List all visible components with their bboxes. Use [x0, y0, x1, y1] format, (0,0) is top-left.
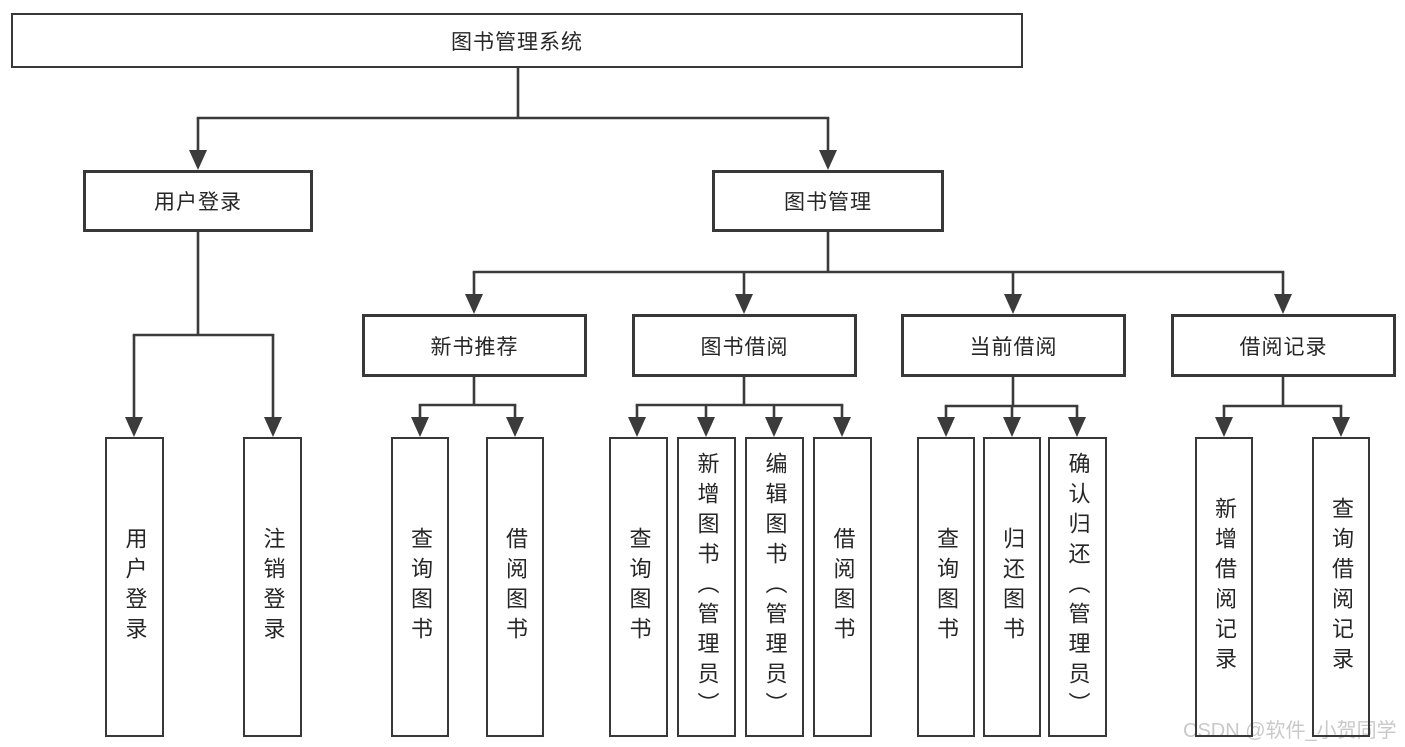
arrowhead-icon [1332, 417, 1350, 437]
node-leaf-borrow-books-rec-label: 借阅图书 [503, 527, 528, 647]
node-leaf-search-books-current: 查询图书 [917, 437, 975, 737]
node-book-borrowing-label: 图书借阅 [700, 335, 789, 359]
node-leaf-user-login-label: 用户登录 [122, 527, 148, 647]
arrowhead-icon [411, 417, 429, 437]
node-leaf-edit-book-admin: 编辑图书（管理员） [745, 437, 804, 737]
node-leaf-search-borrow-record: 查询借阅记录 [1312, 437, 1370, 737]
arrowhead-icon [125, 417, 143, 437]
node-user-login: 用户登录 [83, 170, 313, 232]
node-leaf-add-borrow-record: 新增借阅记录 [1195, 437, 1253, 737]
arrowhead-icon [697, 417, 715, 437]
node-user-login-label: 用户登录 [154, 191, 242, 214]
arrowhead-icon [1215, 417, 1233, 437]
arrowhead-icon [506, 417, 524, 437]
node-leaf-search-books-rec: 查询图书 [391, 437, 449, 737]
node-leaf-logout-label: 注销登录 [260, 527, 286, 647]
arrowhead-icon [1004, 294, 1022, 314]
node-leaf-borrow-books-rec: 借阅图书 [486, 437, 544, 737]
arrowhead-icon [735, 294, 753, 314]
node-leaf-add-borrow-record-label: 新增借阅记录 [1212, 497, 1237, 677]
node-book-management-label: 图书管理 [784, 191, 872, 214]
node-leaf-confirm-return-admin: 确认归还（管理员） [1048, 437, 1107, 737]
node-new-book-recommendation: 新书推荐 [362, 314, 587, 377]
node-leaf-logout: 注销登录 [243, 437, 302, 737]
node-leaf-search-books-borrow-label: 查询图书 [626, 527, 652, 647]
node-borrowing-records: 借阅记录 [1171, 314, 1396, 377]
node-leaf-search-books-borrow: 查询图书 [609, 437, 668, 737]
arrowhead-icon [264, 417, 282, 437]
node-leaf-add-book-admin: 新增图书（管理员） [677, 437, 736, 737]
node-leaf-search-books-current-label: 查询图书 [934, 527, 959, 647]
node-library-management-system: 图书管理系统 [11, 13, 1023, 68]
arrowhead-icon [1274, 294, 1292, 314]
node-leaf-borrow-books: 借阅图书 [813, 437, 872, 737]
node-current-borrowing: 当前借阅 [901, 314, 1126, 377]
node-new-book-recommendation-label: 新书推荐 [430, 335, 519, 359]
node-leaf-borrow-books-label: 借阅图书 [830, 527, 856, 647]
arrowhead-icon [1003, 417, 1021, 437]
arrowhead-icon [937, 417, 955, 437]
node-leaf-search-books-rec-label: 查询图书 [408, 527, 433, 647]
arrowhead-icon [465, 294, 483, 314]
arrowhead-icon [765, 417, 783, 437]
node-library-management-system-label: 图书管理系统 [451, 30, 583, 54]
node-leaf-confirm-return-admin-label: 确认归还（管理员） [1065, 452, 1091, 722]
node-leaf-return-books: 归还图书 [983, 437, 1041, 737]
arrowhead-icon [1068, 417, 1086, 437]
node-leaf-user-login: 用户登录 [105, 437, 164, 737]
arrowhead-icon [833, 417, 851, 437]
arrowhead-icon [189, 150, 207, 170]
arrowhead-icon [628, 417, 646, 437]
arrowhead-icon [819, 150, 837, 170]
node-leaf-return-books-label: 归还图书 [1000, 527, 1025, 647]
node-leaf-add-book-admin-label: 新增图书（管理员） [694, 452, 720, 722]
node-current-borrowing-label: 当前借阅 [969, 335, 1058, 359]
node-leaf-edit-book-admin-label: 编辑图书（管理员） [762, 452, 788, 722]
node-book-management: 图书管理 [712, 170, 944, 232]
node-borrowing-records-label: 借阅记录 [1239, 335, 1328, 359]
node-leaf-search-borrow-record-label: 查询借阅记录 [1329, 497, 1354, 677]
node-book-borrowing: 图书借阅 [632, 314, 857, 377]
